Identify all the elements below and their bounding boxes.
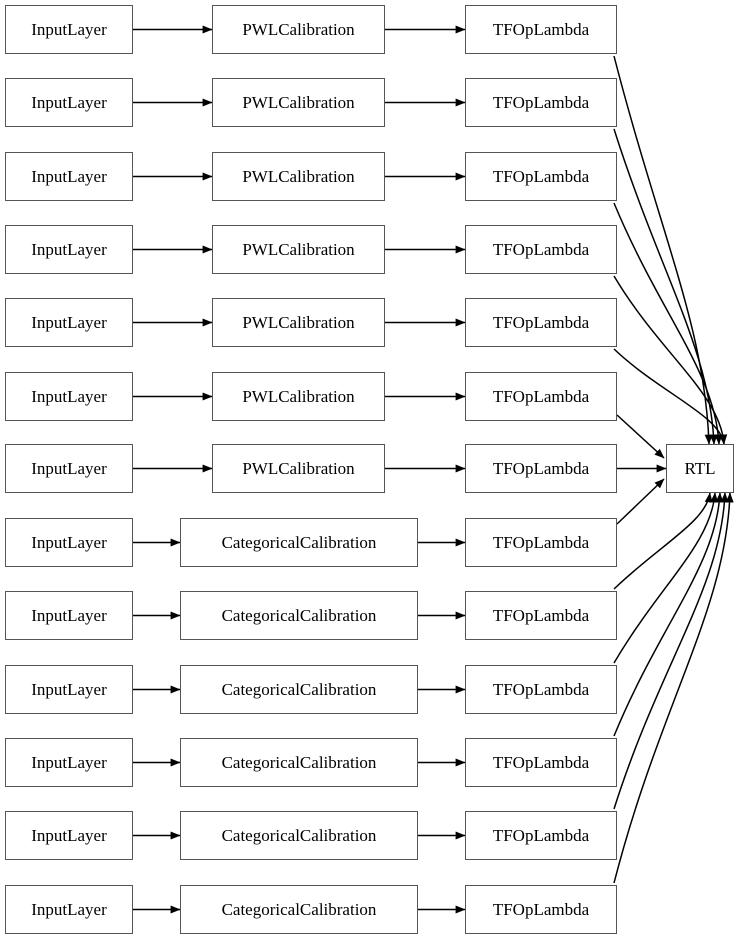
node-lambda-8-label: TFOpLambda <box>492 606 590 625</box>
node-lambda-3-label: TFOpLambda <box>492 240 590 259</box>
node-calibration-11-label: CategoricalCalibration <box>221 826 377 845</box>
node-calibration-7[interactable]: CategoricalCalibration <box>180 518 418 567</box>
node-lambda-10-label: TFOpLambda <box>492 753 590 772</box>
node-lambda-10[interactable]: TFOpLambda <box>465 738 617 787</box>
node-input-layer-2[interactable]: InputLayer <box>5 152 133 201</box>
node-calibration-2-label: PWLCalibration <box>242 167 355 186</box>
node-input-layer-12[interactable]: InputLayer <box>5 885 133 934</box>
node-input-layer-1-label: InputLayer <box>31 93 107 112</box>
node-input-layer-3-label: InputLayer <box>31 240 107 259</box>
node-input-layer-4[interactable]: InputLayer <box>5 298 133 347</box>
node-rtl-output-label: RTL <box>684 459 716 478</box>
node-calibration-12[interactable]: CategoricalCalibration <box>180 885 418 934</box>
node-input-layer-10[interactable]: InputLayer <box>5 738 133 787</box>
node-calibration-4-label: PWLCalibration <box>242 313 355 332</box>
node-input-layer-8-label: InputLayer <box>31 606 107 625</box>
node-lambda-9[interactable]: TFOpLambda <box>465 665 617 714</box>
node-calibration-10-label: CategoricalCalibration <box>221 753 377 772</box>
node-lambda-5-label: TFOpLambda <box>492 387 590 406</box>
node-lambda-1[interactable]: TFOpLambda <box>465 78 617 127</box>
node-lambda-7-label: TFOpLambda <box>492 533 590 552</box>
node-lambda-2-label: TFOpLambda <box>492 167 590 186</box>
node-input-layer-12-label: InputLayer <box>31 900 107 919</box>
node-input-layer-6-label: InputLayer <box>31 459 107 478</box>
node-lambda-11[interactable]: TFOpLambda <box>465 811 617 860</box>
node-calibration-3-label: PWLCalibration <box>242 240 355 259</box>
node-lambda-1-label: TFOpLambda <box>492 93 590 112</box>
node-calibration-3[interactable]: PWLCalibration <box>212 225 385 274</box>
node-lambda-8[interactable]: TFOpLambda <box>465 591 617 640</box>
node-calibration-7-label: CategoricalCalibration <box>221 533 377 552</box>
node-calibration-0-label: PWLCalibration <box>242 20 355 39</box>
node-input-layer-10-label: InputLayer <box>31 753 107 772</box>
node-calibration-11[interactable]: CategoricalCalibration <box>180 811 418 860</box>
node-lambda-2[interactable]: TFOpLambda <box>465 152 617 201</box>
node-input-layer-7-label: InputLayer <box>31 533 107 552</box>
node-lambda-12[interactable]: TFOpLambda <box>465 885 617 934</box>
node-calibration-5-label: PWLCalibration <box>242 387 355 406</box>
node-calibration-12-label: CategoricalCalibration <box>221 900 377 919</box>
node-lambda-9-label: TFOpLambda <box>492 680 590 699</box>
node-calibration-1-label: PWLCalibration <box>242 93 355 112</box>
node-calibration-1[interactable]: PWLCalibration <box>212 78 385 127</box>
node-lambda-3[interactable]: TFOpLambda <box>465 225 617 274</box>
node-calibration-9-label: CategoricalCalibration <box>221 680 377 699</box>
node-input-layer-7[interactable]: InputLayer <box>5 518 133 567</box>
node-input-layer-5[interactable]: InputLayer <box>5 372 133 421</box>
node-input-layer-1[interactable]: InputLayer <box>5 78 133 127</box>
node-input-layer-11-label: InputLayer <box>31 826 107 845</box>
node-lambda-4[interactable]: TFOpLambda <box>465 298 617 347</box>
node-input-layer-11[interactable]: InputLayer <box>5 811 133 860</box>
node-lambda-5[interactable]: TFOpLambda <box>465 372 617 421</box>
node-rtl-output[interactable]: RTL <box>666 444 734 493</box>
node-lambda-11-label: TFOpLambda <box>492 826 590 845</box>
node-calibration-8[interactable]: CategoricalCalibration <box>180 591 418 640</box>
node-lambda-12-label: TFOpLambda <box>492 900 590 919</box>
node-lambda-0[interactable]: TFOpLambda <box>465 5 617 54</box>
node-input-layer-9[interactable]: InputLayer <box>5 665 133 714</box>
node-calibration-0[interactable]: PWLCalibration <box>212 5 385 54</box>
node-calibration-9[interactable]: CategoricalCalibration <box>180 665 418 714</box>
node-calibration-8-label: CategoricalCalibration <box>221 606 377 625</box>
node-input-layer-5-label: InputLayer <box>31 387 107 406</box>
node-input-layer-3[interactable]: InputLayer <box>5 225 133 274</box>
node-calibration-4[interactable]: PWLCalibration <box>212 298 385 347</box>
node-input-layer-2-label: InputLayer <box>31 167 107 186</box>
node-lambda-6-label: TFOpLambda <box>492 459 590 478</box>
node-calibration-6-label: PWLCalibration <box>242 459 355 478</box>
node-calibration-5[interactable]: PWLCalibration <box>212 372 385 421</box>
node-input-layer-0[interactable]: InputLayer <box>5 5 133 54</box>
node-lambda-4-label: TFOpLambda <box>492 313 590 332</box>
node-calibration-2[interactable]: PWLCalibration <box>212 152 385 201</box>
node-input-layer-4-label: InputLayer <box>31 313 107 332</box>
node-calibration-10[interactable]: CategoricalCalibration <box>180 738 418 787</box>
node-lambda-0-label: TFOpLambda <box>492 20 590 39</box>
node-input-layer-6[interactable]: InputLayer <box>5 444 133 493</box>
node-input-layer-0-label: InputLayer <box>31 20 107 39</box>
node-lambda-6[interactable]: TFOpLambda <box>465 444 617 493</box>
node-input-layer-8[interactable]: InputLayer <box>5 591 133 640</box>
node-input-layer-9-label: InputLayer <box>31 680 107 699</box>
node-calibration-6[interactable]: PWLCalibration <box>212 444 385 493</box>
node-lambda-7[interactable]: TFOpLambda <box>465 518 617 567</box>
